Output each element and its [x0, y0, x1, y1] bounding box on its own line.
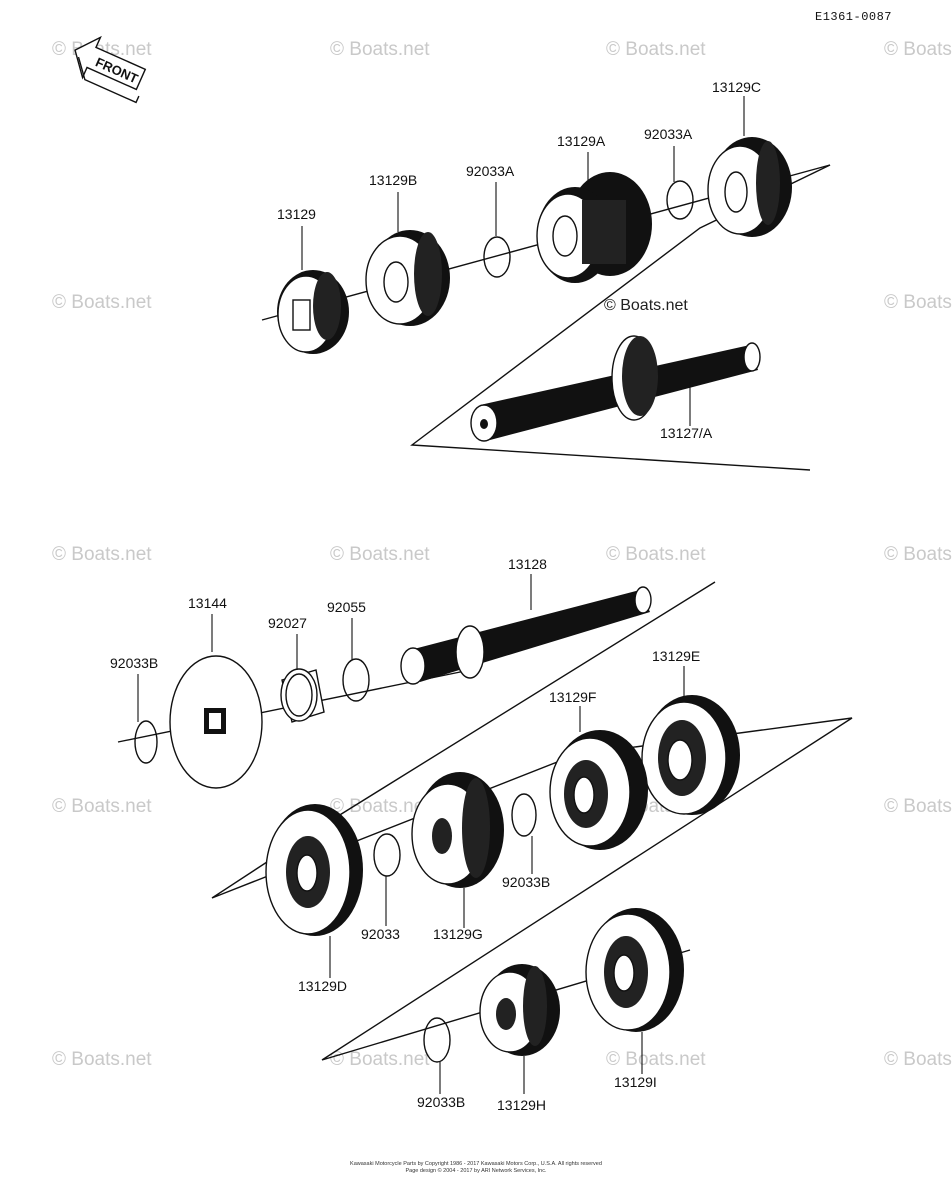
watermark: © Boats.net [330, 1049, 430, 1070]
label-92033: 92033 [361, 926, 400, 942]
watermark: © Boats.net [606, 1049, 706, 1070]
circlip-92033a-icon [483, 236, 511, 278]
watermark: © Boats.net [52, 292, 152, 313]
watermark: © Boats.net [52, 544, 152, 565]
watermark: © Boats.net [606, 39, 706, 60]
watermark: © Boats.net [330, 796, 430, 817]
watermarks: © Boats.net © Boats.net © Boats.net © Bo… [52, 39, 952, 1070]
watermark: © Boats.net [884, 39, 952, 60]
gear-13129i-icon [585, 908, 684, 1032]
label-13127a: 13127/A [660, 425, 713, 441]
gear-13129-icon [277, 270, 349, 354]
part-labels: 13129 13129B 92033A 13129A 92033A 13129C… [110, 79, 761, 1113]
footer-line-2: Page design © 2004 - 2017 by ARI Network… [405, 1167, 546, 1174]
shaft-13127a-icon [470, 335, 761, 442]
circlip-92033-icon [373, 833, 401, 877]
gear-13129b-icon [365, 230, 450, 326]
watermark: © Boats.net [52, 1049, 152, 1070]
label-13129e: 13129E [652, 648, 700, 664]
watermark: © Boats.net [884, 292, 952, 313]
label-13129a: 13129A [557, 133, 606, 149]
circlip-92033b-2-icon [511, 793, 537, 837]
label-13129b: 13129B [369, 172, 417, 188]
circlip-92033b-icon [134, 720, 158, 764]
label-92033b-2: 92033B [502, 874, 550, 890]
label-13129i: 13129I [614, 1074, 657, 1090]
label-92055: 92055 [327, 599, 366, 615]
diagram-code: E1361-0087 [815, 10, 892, 24]
watermark: © Boats.net [884, 1049, 952, 1070]
label-92033a: 92033A [466, 163, 515, 179]
label-13144: 13144 [188, 595, 227, 611]
label-13129g: 13129G [433, 926, 483, 942]
watermark: © Boats.net [884, 544, 952, 565]
gear-13129d-icon [265, 804, 363, 936]
circlip-92033b-3-icon [423, 1017, 451, 1063]
label-13128: 13128 [508, 556, 547, 572]
gear-13129c-icon [707, 137, 792, 237]
washer-92055-icon [342, 658, 370, 702]
label-13129: 13129 [277, 206, 316, 222]
watermark: © Boats.net [606, 544, 706, 565]
sprocket-13144-icon [169, 655, 263, 789]
gear-13129h-icon [479, 964, 560, 1056]
leader-lines [137, 96, 745, 1094]
label-13129h: 13129H [497, 1097, 546, 1113]
gear-13129a-icon [536, 172, 652, 283]
label-13129c: 13129C [712, 79, 761, 95]
shaft-13128-icon [400, 586, 652, 685]
gear-13129g-icon [411, 772, 504, 888]
collar-92027-icon [280, 668, 325, 723]
label-92033a-2: 92033A [644, 126, 693, 142]
watermark: © Boats.net [52, 796, 152, 817]
watermark: © Boats.net [884, 796, 952, 817]
gear-13129f-icon [549, 730, 648, 850]
label-92033b: 92033B [110, 655, 158, 671]
gear-13129e-icon [641, 695, 740, 815]
label-13129f: 13129F [549, 689, 596, 705]
label-92033b-3: 92033B [417, 1094, 465, 1110]
watermark: © Boats.net [330, 39, 430, 60]
circlip-92033a-2-icon [666, 180, 694, 220]
footer-line-1: Kawasaki Motorcycle Parts by Copyright 1… [350, 1161, 602, 1167]
watermark-center: © Boats.net [604, 297, 688, 314]
watermark: © Boats.net [330, 544, 430, 565]
label-92027: 92027 [268, 615, 307, 631]
label-13129d: 13129D [298, 978, 347, 994]
